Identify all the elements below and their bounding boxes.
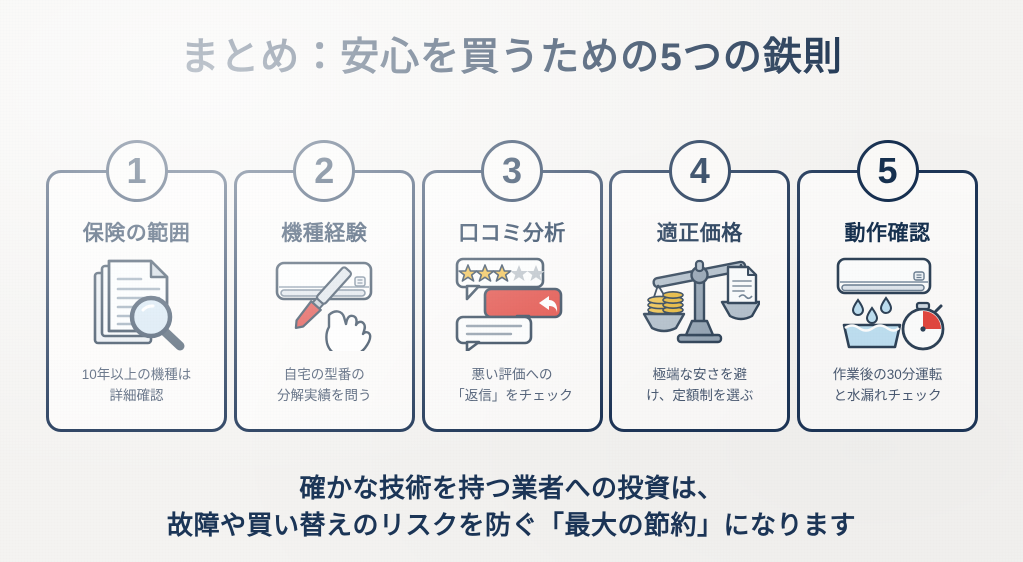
rule-card-4[interactable]: 4 適正価格 xyxy=(609,140,791,432)
rule-card-1[interactable]: 1 保険の範囲 xyxy=(46,140,227,432)
balance-scale-coins-icon xyxy=(640,255,760,351)
footer-line-1: 確かな技術を持つ業者への投資は、 xyxy=(299,473,724,503)
rule-card-5[interactable]: 5 動作確認 xyxy=(797,140,978,432)
aircon-screwdriver-hand-icon xyxy=(269,255,379,351)
rule-card-title-3: 口コミ分析 xyxy=(458,222,566,245)
rule-card-3[interactable]: 3 口コミ分析 xyxy=(421,140,603,432)
document-magnifier-icon xyxy=(85,255,189,351)
rule-card-caption-4: 極端な安さを避 け、定額制を選ぶ xyxy=(646,367,754,404)
page-title: まとめ：安心を買うための5つの鉄則 xyxy=(180,36,843,79)
rule-card-title-4: 適正価格 xyxy=(656,222,743,245)
step-number-badge-1: 1 xyxy=(105,140,168,202)
step-number-badge-5: 5 xyxy=(856,140,919,202)
rule-card-caption-2: 自宅の型番の 分解実績を問う xyxy=(277,367,372,404)
aircon-waterdrop-stopwatch-icon xyxy=(828,255,948,351)
step-number-badge-2: 2 xyxy=(293,140,356,202)
rule-card-title-1: 保険の範囲 xyxy=(82,222,191,245)
rule-card-caption-1: 10年以上の機種は 詳細確認 xyxy=(81,367,192,404)
rule-card-caption-3: 悪い評価への 「返信」をチェック xyxy=(451,367,573,404)
rule-card-title-5: 動作確認 xyxy=(844,222,931,245)
review-bubbles-stars-icon xyxy=(453,255,571,351)
rule-card-2[interactable]: 2 機種経験 xyxy=(233,140,415,432)
rules-card-row: 1 保険の範囲 xyxy=(46,140,978,434)
rule-card-title-2: 機種経験 xyxy=(281,222,368,245)
footer-message: 確かな技術を持つ業者への投資は、 故障や買い替えのリスクを防ぐ「最大の節約」にな… xyxy=(0,470,1023,544)
step-number-badge-4: 4 xyxy=(668,140,731,202)
rule-card-caption-5: 作業後の30分運転 と水漏れチェック xyxy=(832,367,943,404)
step-number-badge-3: 3 xyxy=(481,140,543,202)
footer-line-2: 故障や買い替えのリスクを防ぐ「最大の節約」になります xyxy=(166,509,856,540)
